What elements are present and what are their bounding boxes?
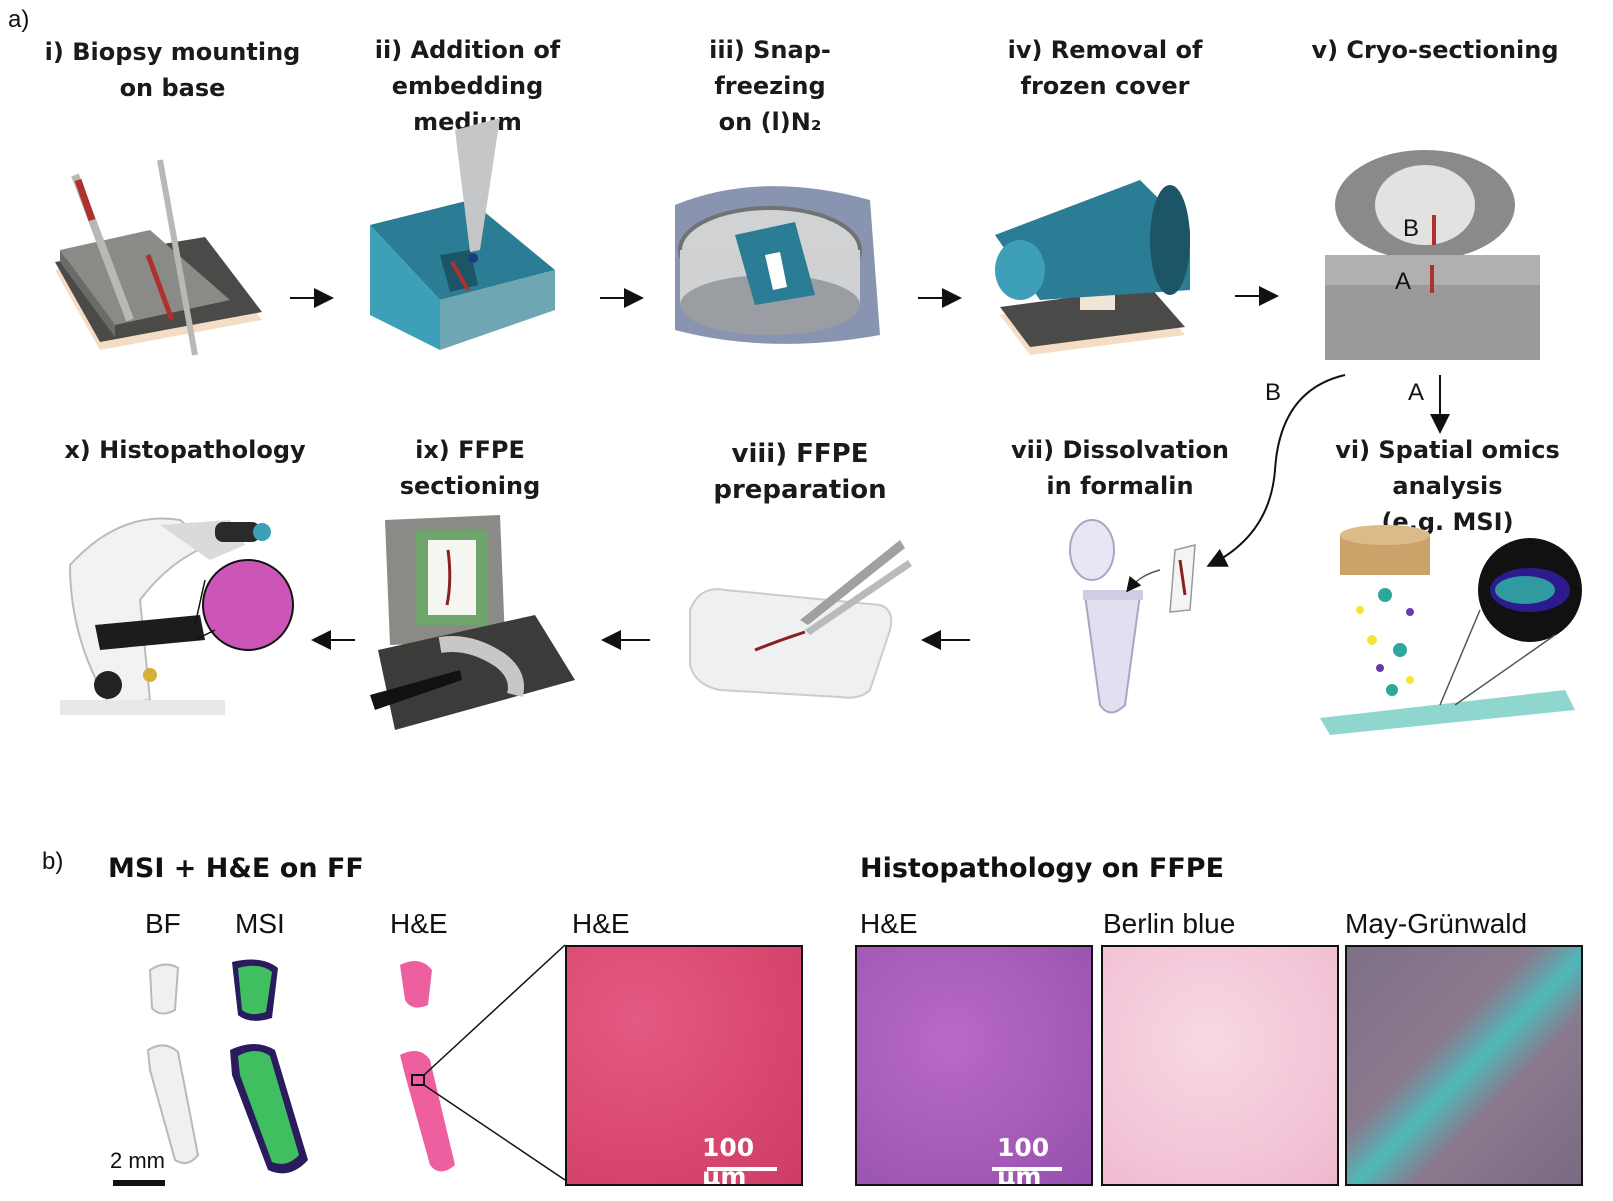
step-1-line2: on base (119, 74, 226, 102)
snap-freezing-illustration (675, 186, 880, 344)
arrow-path-b (1206, 374, 1346, 567)
scale-bar-2mm (113, 1180, 165, 1186)
msi-illustration (1320, 525, 1582, 735)
flow-arrows: B A (290, 286, 1450, 650)
step-9-line1: ix) FFPE sectioning (399, 436, 541, 500)
he-small-label: H&E (390, 908, 448, 939)
scale-2mm-label: 2 mm (110, 1148, 165, 1173)
msi-section-small-signal (238, 965, 272, 1015)
panel-b-letter: b) (42, 848, 64, 875)
may-grunwald-label: May-Grünwald (1345, 908, 1528, 939)
step-5-label: v) Cryo-sectioning (1310, 32, 1560, 68)
frozen-cover-illustration (995, 180, 1190, 355)
berlin-blue-label: Berlin blue (1103, 908, 1236, 939)
step-4-line1: iv) Removal of (1007, 36, 1203, 64)
he-ffpe-label: H&E (860, 908, 918, 939)
step-3-label: iii) Snap-freezing on (l)N₂ (655, 32, 885, 140)
he-zoom-scale-label: 100 µm (702, 1133, 755, 1186)
step-3-line1: iii) Snap-freezing (709, 36, 831, 100)
step-7-label: vii) Dissolvation in formalin (1010, 432, 1230, 504)
step-10-label: x) Histopathology (60, 432, 310, 468)
microscope-illustration (60, 517, 294, 715)
step-1-label: i) Biopsy mounting on base (40, 34, 305, 106)
he-zoom-image: 100 µm (565, 945, 803, 1186)
ff-section-title: MSI + H&E on FF (108, 853, 364, 884)
cryostat-illustration: B A (1325, 150, 1540, 360)
he-zoom-scale-bar (707, 1167, 777, 1171)
step-5-line1: v) Cryo-sectioning (1311, 36, 1559, 64)
step-2-line1: ii) Addition of (374, 36, 561, 64)
step-8-label: viii) FFPE preparation (650, 436, 950, 508)
embedding-illustration (370, 118, 555, 350)
ffpe-section-title: Histopathology on FFPE (860, 853, 1225, 884)
bf-sections (146, 963, 200, 1165)
tube-illustration (1069, 519, 1196, 714)
berlin-blue-image (1101, 945, 1339, 1186)
bf-label: BF (145, 908, 181, 939)
step-9-label: ix) FFPE sectioning (345, 432, 595, 504)
msi-label: MSI (235, 908, 285, 939)
scale-bar-left (113, 1180, 165, 1186)
msi-sections (230, 959, 308, 1174)
step-6-label: vi) Spatial omics analysis (e.g. MSI) (1290, 432, 1605, 540)
panel-a-letter: a) (8, 6, 30, 33)
step-8-line1: viii) FFPE preparation (713, 439, 887, 505)
sample-a-marker: A (1395, 268, 1411, 295)
biopsy-base-illustration (55, 159, 262, 356)
step-4-line2: frozen cover (1020, 72, 1190, 100)
he-ffpe-scale-label: 100 µm (997, 1133, 1050, 1186)
he-zoom-label: H&E (572, 908, 630, 939)
may-grunwald-image (1345, 945, 1583, 1186)
he-sections (400, 944, 566, 1181)
zoom-line-top (423, 944, 566, 1076)
step-2-label: ii) Addition of embedding medium (335, 32, 600, 140)
step-2-line2: embedding medium (391, 72, 544, 136)
zoom-line-bottom (423, 1084, 566, 1181)
zoom-box (411, 1074, 425, 1086)
ffpe-prep-illustration (689, 540, 912, 699)
bf-section-small (148, 963, 180, 1015)
bf-section-large (146, 1044, 200, 1165)
step-1-line1: i) Biopsy mounting (44, 38, 301, 66)
step-10-line1: x) Histopathology (64, 436, 306, 464)
step-4-label: iv) Removal of frozen cover (990, 32, 1220, 104)
path-a-label: A (1408, 379, 1424, 406)
path-b-label: B (1265, 379, 1281, 406)
he-ffpe-scale-bar (992, 1167, 1062, 1171)
arrow-into-tube (1126, 569, 1161, 593)
sample-b-marker: B (1403, 215, 1419, 242)
he-section-large (400, 1051, 455, 1172)
step-3-line2: on (l)N₂ (718, 108, 822, 136)
step-6-line1: vi) Spatial omics analysis (1335, 436, 1560, 500)
step-7-line2: in formalin (1046, 472, 1194, 500)
he-section-small (400, 961, 432, 1008)
step-7-line1: vii) Dissolvation (1011, 436, 1229, 464)
microtome-illustration (370, 515, 575, 730)
msi-section-large-signal (238, 1051, 299, 1164)
he-ffpe-image: 100 µm (855, 945, 1093, 1186)
